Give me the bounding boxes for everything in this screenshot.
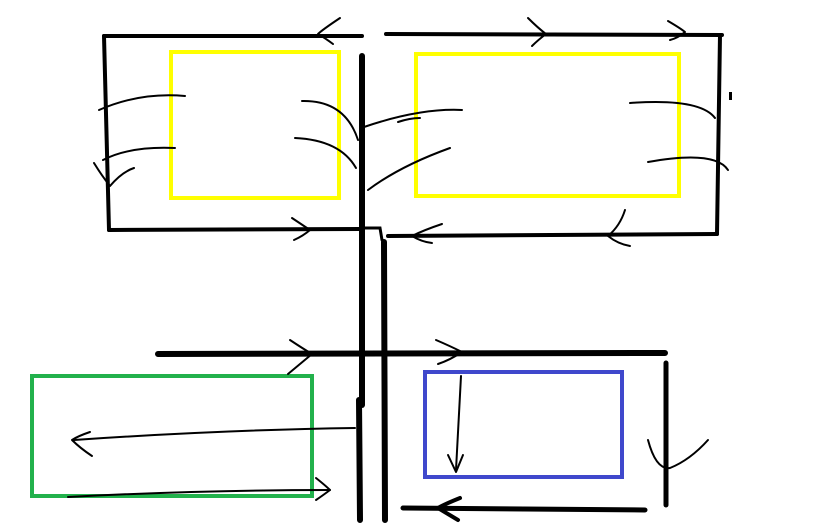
stroke-tl-5	[294, 137, 357, 169]
top-right-loop	[384, 32, 724, 238]
arrow-green-head	[71, 431, 93, 457]
arrow-head-top-left-leftward	[317, 17, 341, 45]
arrow-green-shaft	[73, 427, 356, 441]
arrow-head-top-right-bottom-1	[411, 223, 443, 244]
green-box	[30, 374, 314, 498]
stroke-tl-3	[93, 162, 135, 187]
top-right-loop-right-edge	[715, 33, 722, 236]
central-road-connector	[360, 226, 384, 242]
yellow-box-right	[414, 52, 681, 198]
arrow-head-top-left-bottom	[291, 217, 311, 241]
stroke-tr-1	[363, 108, 463, 128]
stroke-tr-4	[629, 101, 716, 119]
stroke-tr-3	[367, 147, 451, 191]
top-right-loop-top-edge	[384, 32, 724, 37]
central-road	[356, 53, 388, 523]
top-left-loop-bottom-edge	[107, 227, 362, 232]
arrow-head-top-right-2	[667, 20, 686, 41]
stray-dot	[729, 92, 732, 100]
stroke-tl-2	[102, 146, 176, 161]
bottom-right-loop	[400, 360, 669, 513]
top-right-loop-bottom-edge	[386, 232, 719, 238]
arrows	[67, 17, 729, 501]
yellow-box-left	[169, 50, 341, 200]
cross-road	[155, 350, 668, 357]
arrow-blue-shaft	[455, 375, 462, 471]
central-road-lower-left-line	[356, 397, 363, 523]
top-left-loop-left-edge	[102, 34, 111, 232]
central-road-right-line	[381, 239, 388, 523]
arrow-head-top-right-bottom-2	[607, 209, 631, 247]
arrow-head-cross-1	[287, 339, 313, 375]
arrow-head-cross-2	[435, 339, 463, 365]
stroke-tr-2	[397, 117, 421, 123]
blue-box	[423, 370, 624, 479]
arrow-bottom-left-head	[315, 477, 331, 501]
stroke-tr-5	[647, 156, 729, 171]
stroke-tl-1	[98, 94, 186, 111]
stroke-tl-4	[301, 99, 359, 141]
bottom-right-loop-bottom-edge	[400, 505, 648, 513]
arrow-blue-head	[447, 454, 464, 473]
stroke-br-squiggle	[647, 439, 709, 470]
top-left-loop	[102, 34, 364, 232]
arrow-head-top-right-1	[527, 17, 547, 47]
arrow-head-bottom-right	[436, 496, 462, 522]
arrow-bottom-left-shaft	[67, 489, 331, 498]
